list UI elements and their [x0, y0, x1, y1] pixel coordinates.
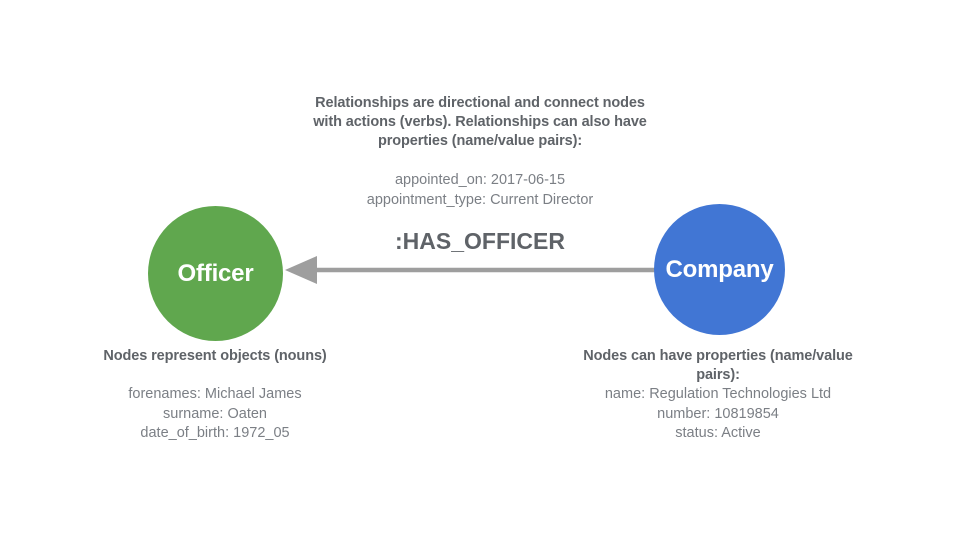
node-company-label: Company — [665, 255, 774, 283]
officer-property-surname: surname: Oaten — [163, 405, 267, 422]
relationship-property-appointment-type: appointment_type: Current Director — [366, 191, 594, 208]
relationship-caption-line-2: with actions (verbs). Relationships can … — [313, 114, 647, 130]
officer-node-properties: forenames: Michael James surname: Oaten … — [65, 385, 365, 444]
relationship-property-appointed-on: appointed_on: 2017-06-15 — [394, 172, 566, 188]
relationship-type-label: :HAS_OFFICER — [395, 228, 565, 254]
relationship-caption-line-3: properties (name/value pairs): — [377, 133, 583, 149]
company-property-name: name: Regulation Technologies Ltd — [604, 386, 832, 402]
company-property-status: status: Active — [675, 425, 761, 441]
company-node-caption: Nodes can have properties (name/value pa… — [583, 348, 853, 383]
node-company[interactable]: Company — [654, 204, 785, 335]
company-node-properties: name: Regulation Technologies Ltd number… — [568, 385, 868, 444]
relationship-properties: appointed_on: 2017-06-15 appointment_typ… — [280, 171, 680, 210]
officer-node-caption: Nodes represent objects (nouns) — [103, 348, 327, 364]
relationship-caption-line-1: Relationships are directional and connec… — [315, 95, 645, 111]
officer-property-forenames: forenames: Michael James — [128, 386, 302, 402]
relationship-caption: Relationships are directional and connec… — [280, 94, 680, 151]
relationship-arrowhead-icon — [285, 256, 317, 284]
officer-property-date-of-birth: date_of_birth: 1972_05 — [140, 425, 290, 441]
company-property-number: number: 10819854 — [657, 405, 779, 422]
node-officer[interactable]: Officer — [148, 206, 283, 341]
node-officer-label: Officer — [177, 259, 254, 287]
